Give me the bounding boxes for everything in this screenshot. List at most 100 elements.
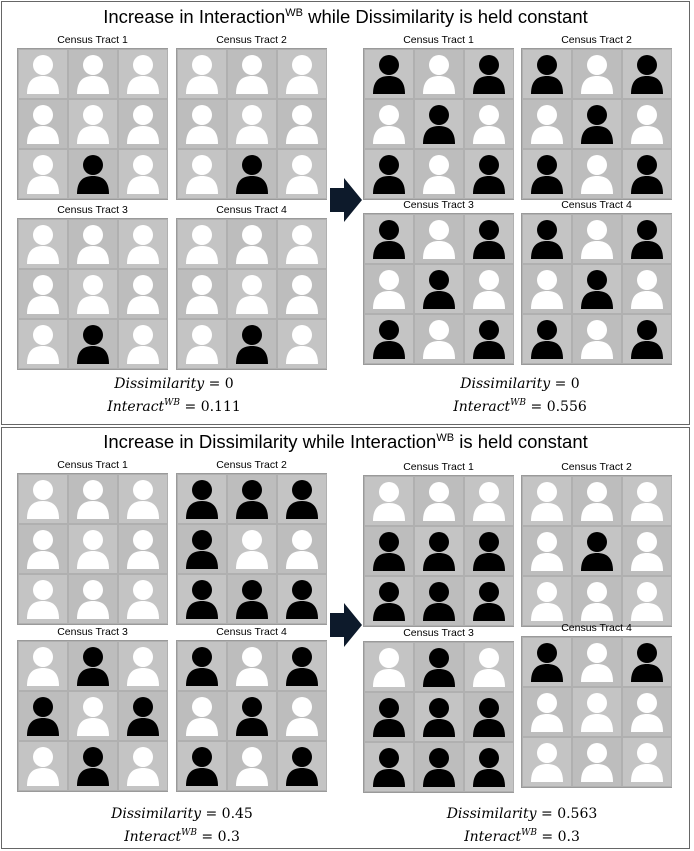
tract-label: Census Tract 1	[403, 34, 474, 46]
tract-cells	[521, 636, 672, 788]
black-person-icon	[177, 574, 227, 624]
white-person-icon	[227, 641, 277, 691]
tract-cells	[363, 213, 514, 365]
tract-grid: Census Tract 2	[521, 460, 672, 627]
black-person-icon	[18, 691, 68, 741]
interaction-formula: InteractWB = 0.556	[453, 398, 587, 415]
black-person-icon	[277, 741, 327, 791]
white-person-icon	[364, 642, 414, 692]
black-person-icon	[364, 314, 414, 364]
black-person-icon	[227, 691, 277, 741]
panel-title: Increase in InteractionWB while Dissimil…	[103, 6, 588, 27]
white-person-icon	[277, 269, 327, 319]
tract-label: Census Tract 2	[216, 34, 287, 46]
black-person-icon	[364, 742, 414, 792]
tract-grid: Census Tract 3	[17, 625, 168, 792]
black-person-icon	[464, 49, 514, 99]
tract-cells	[521, 48, 672, 200]
interaction-formula: InteractWB = 0.3	[464, 828, 580, 845]
black-person-icon	[227, 574, 277, 624]
black-person-icon	[622, 149, 672, 199]
white-person-icon	[414, 49, 464, 99]
white-person-icon	[118, 641, 168, 691]
black-person-icon	[464, 149, 514, 199]
white-person-icon	[227, 219, 277, 269]
black-person-icon	[277, 474, 327, 524]
white-person-icon	[227, 741, 277, 791]
tract-grid: Census Tract 1	[17, 33, 168, 200]
tract-grid: Census Tract 1	[363, 460, 514, 627]
tract-grid: Census Tract 4	[521, 198, 672, 365]
tract-cells	[176, 473, 327, 625]
black-person-icon	[464, 692, 514, 742]
tract-grid: Census Tract 4	[521, 621, 672, 788]
black-person-icon	[464, 576, 514, 626]
tract-label: Census Tract 1	[403, 461, 474, 473]
tract-label: Census Tract 1	[57, 459, 128, 471]
white-person-icon	[18, 319, 68, 369]
white-person-icon	[118, 474, 168, 524]
white-person-icon	[622, 264, 672, 314]
black-person-icon	[522, 49, 572, 99]
dissimilarity-formula: Dissimilarity = 0.45	[111, 806, 253, 822]
tract-cells	[17, 48, 168, 200]
black-person-icon	[414, 742, 464, 792]
white-person-icon	[68, 691, 118, 741]
black-person-icon	[68, 319, 118, 369]
tract-cells	[521, 213, 672, 365]
white-person-icon	[18, 574, 68, 624]
white-person-icon	[572, 576, 622, 626]
white-person-icon	[522, 99, 572, 149]
black-person-icon	[364, 214, 414, 264]
white-person-icon	[414, 214, 464, 264]
panel-title: Increase in Dissimilarity while Interact…	[103, 431, 588, 452]
tract-cells	[176, 218, 327, 370]
tract-label: Census Tract 2	[216, 459, 287, 471]
tract-grid: Census Tract 3	[17, 203, 168, 370]
white-person-icon	[277, 49, 327, 99]
white-person-icon	[364, 476, 414, 526]
white-person-icon	[364, 99, 414, 149]
white-person-icon	[464, 642, 514, 692]
white-person-icon	[572, 214, 622, 264]
black-person-icon	[227, 474, 277, 524]
tract-grid: Census Tract 3	[363, 198, 514, 365]
white-person-icon	[18, 641, 68, 691]
tract-grid: Census Tract 3	[363, 626, 514, 793]
white-person-icon	[177, 49, 227, 99]
white-person-icon	[227, 99, 277, 149]
black-person-icon	[364, 576, 414, 626]
white-person-icon	[277, 149, 327, 199]
interaction-formula: InteractWB = 0.3	[124, 828, 240, 845]
black-person-icon	[118, 691, 168, 741]
white-person-icon	[68, 474, 118, 524]
white-person-icon	[277, 99, 327, 149]
white-person-icon	[18, 269, 68, 319]
black-person-icon	[464, 214, 514, 264]
white-person-icon	[622, 526, 672, 576]
white-person-icon	[18, 741, 68, 791]
black-person-icon	[464, 314, 514, 364]
white-person-icon	[572, 637, 622, 687]
tract-label: Census Tract 3	[403, 199, 474, 211]
formula-before: Dissimilarity = 0.45 InteractWB = 0.3	[82, 805, 282, 847]
black-person-icon	[227, 149, 277, 199]
white-person-icon	[118, 49, 168, 99]
white-person-icon	[177, 319, 227, 369]
black-person-icon	[227, 319, 277, 369]
black-person-icon	[622, 214, 672, 264]
white-person-icon	[68, 269, 118, 319]
black-person-icon	[414, 692, 464, 742]
tract-cells	[521, 475, 672, 627]
black-person-icon	[68, 641, 118, 691]
tract-grid: Census Tract 1	[17, 458, 168, 625]
tract-grid: Census Tract 4	[176, 203, 327, 370]
black-person-icon	[68, 149, 118, 199]
white-person-icon	[18, 524, 68, 574]
tract-label: Census Tract 4	[216, 204, 287, 216]
white-person-icon	[68, 219, 118, 269]
tract-cells	[363, 475, 514, 627]
black-person-icon	[622, 49, 672, 99]
black-person-icon	[414, 264, 464, 314]
white-person-icon	[68, 49, 118, 99]
